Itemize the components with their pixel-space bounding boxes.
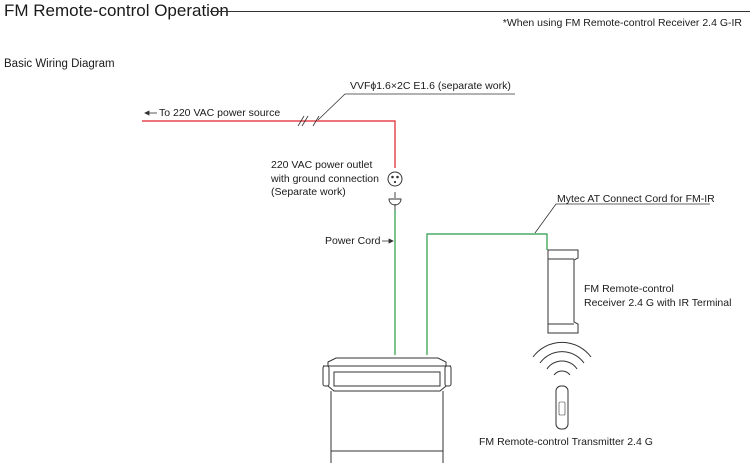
transmitter-label: FM Remote-control Transmitter 2.4 G <box>479 436 653 448</box>
cable-spec-leader <box>317 93 515 121</box>
power-outlet-symbol <box>387 171 403 187</box>
connect-cord-leader <box>534 203 710 234</box>
page-title: FM Remote-control Operation <box>4 1 229 20</box>
outlet-label-line-3: (Separate work) <box>271 186 346 198</box>
diagram-heading: Basic Wiring Diagram <box>4 58 115 70</box>
main-unit <box>322 357 452 463</box>
wireless-waves-icon <box>532 341 592 376</box>
power-cord-arrow <box>382 238 394 244</box>
usage-note: *When using FM Remote-control Receiver 2… <box>502 17 742 29</box>
receiver-device <box>547 249 579 334</box>
receiver-label-line-1: FM Remote-control <box>584 283 674 295</box>
signal-lines <box>394 210 548 355</box>
receiver-label-line-2: Receiver 2.4 G with IR Terminal <box>584 297 732 309</box>
power-source-label: To 220 VAC power source <box>159 107 281 119</box>
cable-break-marks <box>297 115 320 127</box>
cable-spec-label: VVFϕ1.6×2C E1.6 (separate work) <box>350 80 511 92</box>
title-rule <box>210 11 750 12</box>
transmitter-device <box>555 385 569 430</box>
power-cord-label: Power Cord <box>325 235 381 247</box>
outlet-label-line-1: 220 VAC power outlet <box>271 159 373 171</box>
power-source-arrow <box>144 110 157 116</box>
connect-cord-label: Mytec AT Connect Cord for FM-IR <box>557 193 715 205</box>
power-line <box>142 120 396 168</box>
ground-symbol <box>388 192 402 210</box>
outlet-label-line-2: with ground connection <box>271 173 379 185</box>
